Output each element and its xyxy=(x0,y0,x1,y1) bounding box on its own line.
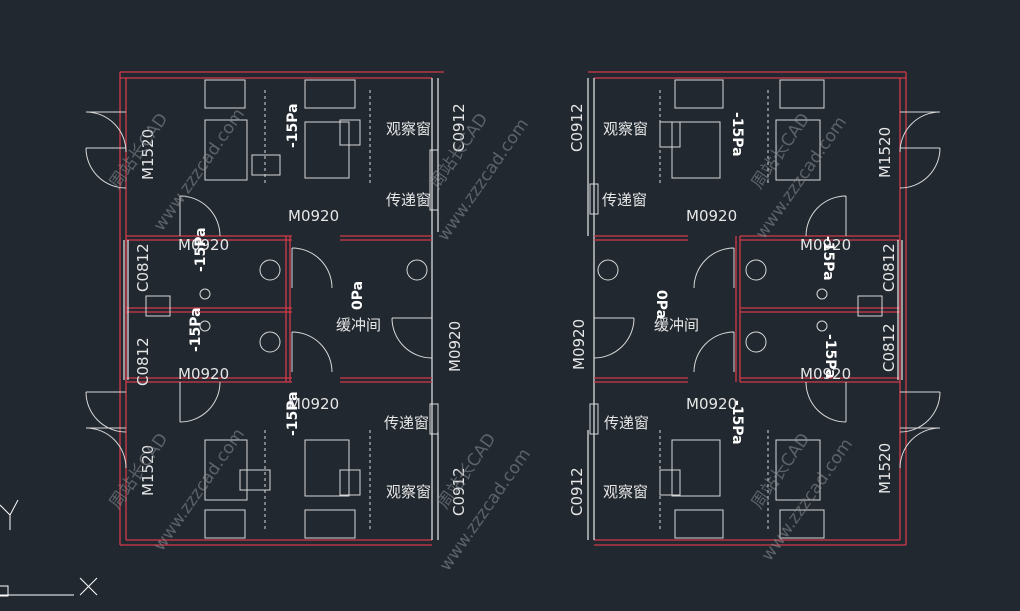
right-buffer-room: 缓冲间 xyxy=(654,316,699,334)
left-pressure-wc-upper: -15Pa xyxy=(193,227,209,272)
left-pass-window-upper: 传递窗 xyxy=(386,191,431,209)
right-door-m0920-upper: M0920 xyxy=(686,207,737,225)
left-window-c0812-lower: C0812 xyxy=(134,337,152,386)
left-pressure-upper: -15Pa xyxy=(285,103,301,148)
right-window-c0812-lower: C0812 xyxy=(880,323,898,372)
left-unit: M0920 M0920 M0920 M0920 观察窗 观察窗 传递窗 传递窗 … xyxy=(85,71,468,546)
right-door-m0920-lower: M0920 xyxy=(686,395,737,413)
left-pass-window-lower: 传递窗 xyxy=(384,414,429,432)
left-door-m0920-side: M0920 xyxy=(446,321,464,372)
left-door-m1520-lower: M1520 xyxy=(139,445,157,496)
right-door-m0920-wc-lower: M0920 xyxy=(800,365,851,383)
right-unit: M0920 M0920 M0920 M0920 观察窗 观察窗 传递窗 传递窗 … xyxy=(568,71,941,546)
left-door-m1520-upper: M1520 xyxy=(139,129,157,180)
right-observation-window-upper: 观察窗 xyxy=(603,120,648,138)
right-pressure-lower: -15Pa xyxy=(729,400,745,445)
watermark-brand: 周站长CAD xyxy=(106,430,173,513)
left-door-m0920-upper: M0920 xyxy=(288,207,339,225)
left-observation-window-lower: 观察窗 xyxy=(386,483,431,501)
ucs-icon xyxy=(0,499,98,597)
right-door-m0920-side: M0920 xyxy=(570,319,588,370)
left-pressure-0pa: 0Pa xyxy=(350,281,366,310)
right-door-m0920-wc-upper: M0920 xyxy=(800,236,851,254)
left-pressure-wc-lower: -15Pa xyxy=(188,307,204,352)
left-door-m0920-wc-upper: M0920 xyxy=(178,236,229,254)
right-door-m1520-lower: M1520 xyxy=(876,443,894,494)
right-pressure-wc-upper: -15Pa xyxy=(820,236,836,281)
watermarks: 周站长CAD www.zzzcad.com 周站长CAD www.zzzcad.… xyxy=(106,105,857,575)
left-door-m0920-wc-lower: M0920 xyxy=(178,365,229,383)
right-pass-window-upper: 传递窗 xyxy=(602,191,647,209)
right-pass-window-lower: 传递窗 xyxy=(604,414,649,432)
left-pressure-lower: -15Pa xyxy=(285,391,301,436)
right-window-c0912-lower: C0912 xyxy=(568,467,586,516)
right-window-c0812-upper: C0812 xyxy=(880,243,898,292)
left-window-c0812-upper: C0812 xyxy=(134,243,152,292)
left-buffer-room: 缓冲间 xyxy=(336,316,381,334)
left-door-m0920-lower: M0920 xyxy=(288,395,339,413)
left-window-c0912-upper: C0912 xyxy=(450,103,468,152)
right-pressure-upper: -15Pa xyxy=(729,112,745,157)
left-observation-window-upper: 观察窗 xyxy=(386,120,431,138)
right-observation-window-lower: 观察窗 xyxy=(603,483,648,501)
left-window-c0912-lower: C0912 xyxy=(450,467,468,516)
right-pressure-wc-lower: -15Pa xyxy=(822,334,838,379)
right-window-c0912-upper: C0912 xyxy=(568,103,586,152)
right-door-m1520-upper: M1520 xyxy=(876,127,894,178)
right-pressure-0pa: 0Pa xyxy=(653,290,669,319)
